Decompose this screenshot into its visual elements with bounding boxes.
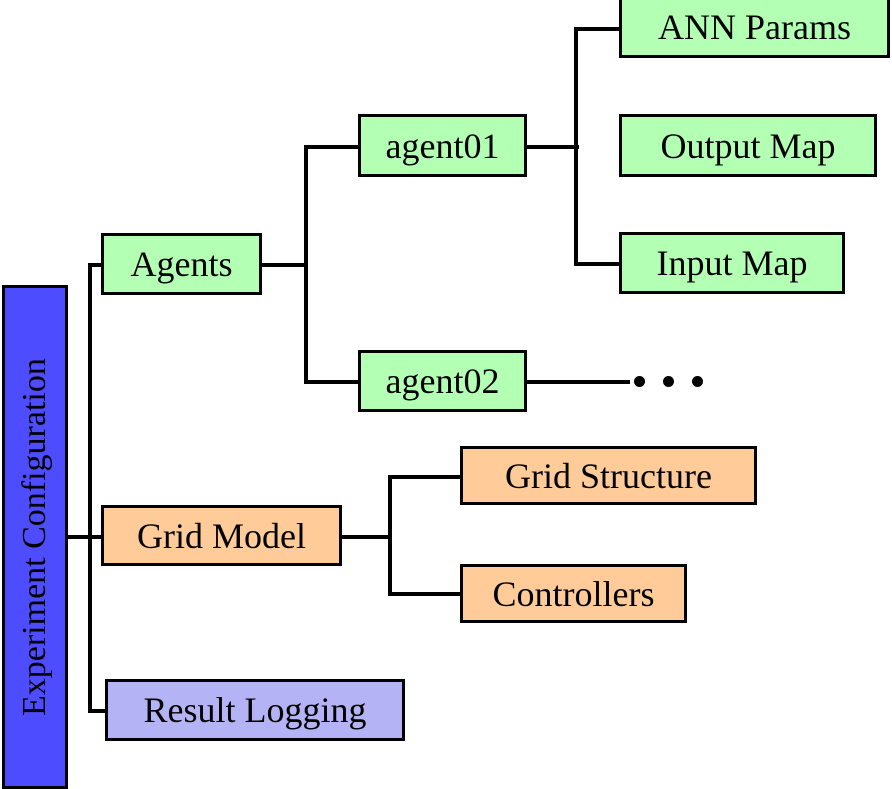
node-grid-model-label: Grid Model xyxy=(137,515,306,556)
node-ann-params-label: ANN Params xyxy=(658,7,851,47)
node-agents-label: Agents xyxy=(130,244,233,284)
edge-agents-trunk xyxy=(304,145,308,384)
node-experiment-configuration[interactable]: Experiment Configuration xyxy=(2,285,68,789)
edge-grid-model-controllers xyxy=(388,592,464,596)
edge-main-trunk xyxy=(88,263,92,713)
node-result-logging-label: Result Logging xyxy=(143,690,367,730)
node-grid-model[interactable]: Grid Model xyxy=(101,505,342,566)
node-output-map[interactable]: Output Map xyxy=(619,114,877,177)
edge-agent01-input-map xyxy=(574,262,622,266)
edge-agents-agent02 xyxy=(304,380,362,384)
ellipsis-dot-2 xyxy=(663,376,674,387)
node-experiment-configuration-label: Experiment Configuration xyxy=(16,358,53,716)
node-agent02-label: agent02 xyxy=(385,361,500,401)
node-agent01-label: agent01 xyxy=(385,125,500,166)
node-agent01[interactable]: agent01 xyxy=(358,114,527,177)
edge-agents-agent01 xyxy=(304,145,362,149)
edge-agent01-ann-params xyxy=(574,27,622,31)
edge-grid-model-trunk xyxy=(388,475,392,596)
edge-trunk-grid-model xyxy=(88,535,104,539)
edge-trunk-result-logging xyxy=(88,709,108,713)
node-result-logging[interactable]: Result Logging xyxy=(105,679,405,741)
node-ann-params[interactable]: ANN Params xyxy=(619,0,890,58)
node-agents[interactable]: Agents xyxy=(101,233,262,295)
edge-agents-stub xyxy=(260,263,308,267)
edge-agent02-ellipsis xyxy=(525,380,630,384)
node-input-map[interactable]: Input Map xyxy=(619,232,845,294)
node-grid-structure-label: Grid Structure xyxy=(505,455,712,496)
node-controllers-label: Controllers xyxy=(492,573,655,614)
edge-trunk-agents xyxy=(88,263,104,267)
node-agent02[interactable]: agent02 xyxy=(358,350,527,412)
edge-grid-model-stub xyxy=(340,535,392,539)
node-output-map-label: Output Map xyxy=(660,125,836,166)
edge-agent01-trunk xyxy=(574,27,578,266)
ellipsis-dot-3 xyxy=(692,376,703,387)
edge-agent01-stub xyxy=(525,145,579,149)
edge-grid-model-grid-structure xyxy=(388,475,464,479)
ellipsis-indicator xyxy=(634,376,703,387)
ellipsis-dot-1 xyxy=(634,376,645,387)
node-input-map-label: Input Map xyxy=(656,243,808,283)
edge-root-stub xyxy=(68,535,92,539)
node-grid-structure[interactable]: Grid Structure xyxy=(460,446,757,505)
node-controllers[interactable]: Controllers xyxy=(460,564,687,623)
